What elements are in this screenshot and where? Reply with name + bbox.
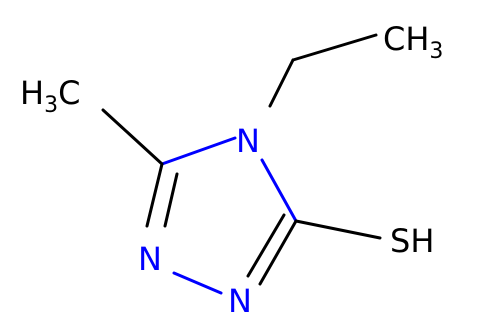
atom-ethyl-ch3: CH3 xyxy=(383,20,443,64)
atom-methyl-h3c-sub: 3 xyxy=(44,93,58,118)
atom-methyl-h3c: H3C xyxy=(20,74,80,118)
bond-c3-n2-b xyxy=(163,172,179,228)
bond-c3-n2-a xyxy=(145,162,164,228)
bond-methyl-c3 xyxy=(101,108,164,166)
bond-ch2-n4 xyxy=(268,58,295,108)
bond-c5-n1-b xyxy=(246,213,286,278)
atom-ethyl-ch3-sub: 3 xyxy=(429,39,443,64)
bond-ethyl-ch3-ch2 xyxy=(291,33,378,62)
atom-n1: N xyxy=(228,282,252,320)
bond-c5-n1-a xyxy=(258,219,298,286)
bond-n2-n1 xyxy=(172,271,223,295)
atom-n4: N xyxy=(236,122,260,160)
atom-ethyl-ch3-main: CH xyxy=(383,20,429,58)
atom-methyl-h3c-main: H xyxy=(20,74,44,112)
atom-n2: N xyxy=(138,240,162,278)
bond-n4-c5 xyxy=(260,158,298,223)
atom-methyl-h3c-tail: C xyxy=(58,74,80,112)
atom-sh: SH xyxy=(390,222,434,260)
bond-n4-c3 xyxy=(160,136,237,166)
bond-c5-sh xyxy=(294,219,382,240)
